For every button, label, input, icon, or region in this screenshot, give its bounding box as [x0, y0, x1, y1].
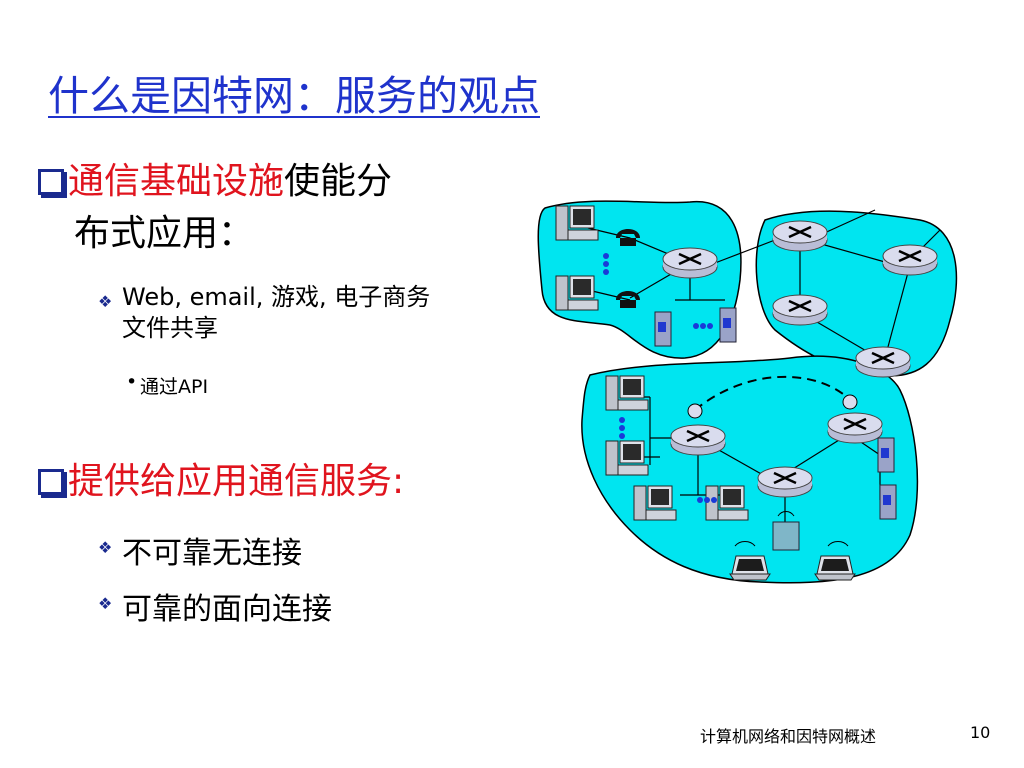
square-bullet-icon [38, 469, 64, 495]
bullet-1-emphasis: 通信基础设施 [68, 161, 285, 202]
page-number: 10 [970, 723, 991, 742]
diamond-bullet-icon: ❖ [98, 538, 113, 557]
institutional-network-region [581, 355, 919, 584]
router-icon [661, 246, 719, 280]
square-bullet-icon [38, 169, 64, 195]
router-icon [881, 243, 939, 277]
desktop-icon [705, 485, 749, 521]
wireless-access-point [772, 521, 800, 551]
desktop-icon [633, 485, 677, 521]
access-network-region [537, 200, 742, 359]
laptop-icon [729, 555, 771, 581]
sub-bullet-1-line1: Web, email, 游戏, 电子商务 [122, 283, 431, 311]
desktop-icon [605, 375, 649, 411]
sub-sub-bullet-1: • 通过API [126, 371, 209, 399]
desktop-icon [555, 275, 599, 311]
router-icon [669, 423, 727, 457]
router-icon [771, 219, 829, 253]
dot-bullet-icon: • [126, 371, 138, 393]
router-icon [756, 465, 814, 499]
internet-network-diagram [537, 200, 958, 584]
server-icon [879, 484, 897, 520]
diamond-bullet-icon: ❖ [98, 292, 113, 311]
sub-bullet-1: ❖ Web, email, 游戏, 电子商务 文件共享 [98, 282, 431, 344]
sub-bullet-2-text: 不可靠无连接 [122, 536, 302, 571]
bullet-1-line2: 布式应用： [74, 213, 255, 254]
page-title: 什么是因特网：服务的观点 [48, 72, 540, 120]
router-icon [826, 411, 884, 445]
sub-bullet-2: ❖ 不可靠无连接 [98, 528, 302, 572]
sub-sub-bullet-1-text: 通过API [140, 376, 209, 398]
sub-bullet-1-line2: 文件共享 [122, 314, 218, 342]
router-icon [854, 345, 912, 379]
sub-bullet-3-text: 可靠的面向连接 [122, 592, 332, 627]
server-icon [877, 437, 895, 473]
laptop-icon [814, 555, 856, 581]
bullet-1-text: 使能分 [284, 161, 393, 202]
server-icon [719, 307, 737, 343]
diamond-bullet-icon: ❖ [98, 594, 113, 613]
bullet-1: 通信基础设施使能分 [38, 158, 558, 206]
phone-icon [616, 229, 640, 246]
footer-label: 计算机网络和因特网概述 [700, 727, 877, 746]
desktop-icon [605, 440, 649, 476]
bullet-2: 提供给应用通信服务: [38, 458, 578, 506]
phone-icon [616, 291, 640, 308]
desktop-icon [555, 205, 599, 241]
router-icon [771, 293, 829, 327]
sub-bullet-3: ❖ 可靠的面向连接 [98, 584, 332, 628]
server-icon [654, 311, 672, 347]
bullet-2-text: 提供给应用通信服务: [68, 461, 405, 502]
